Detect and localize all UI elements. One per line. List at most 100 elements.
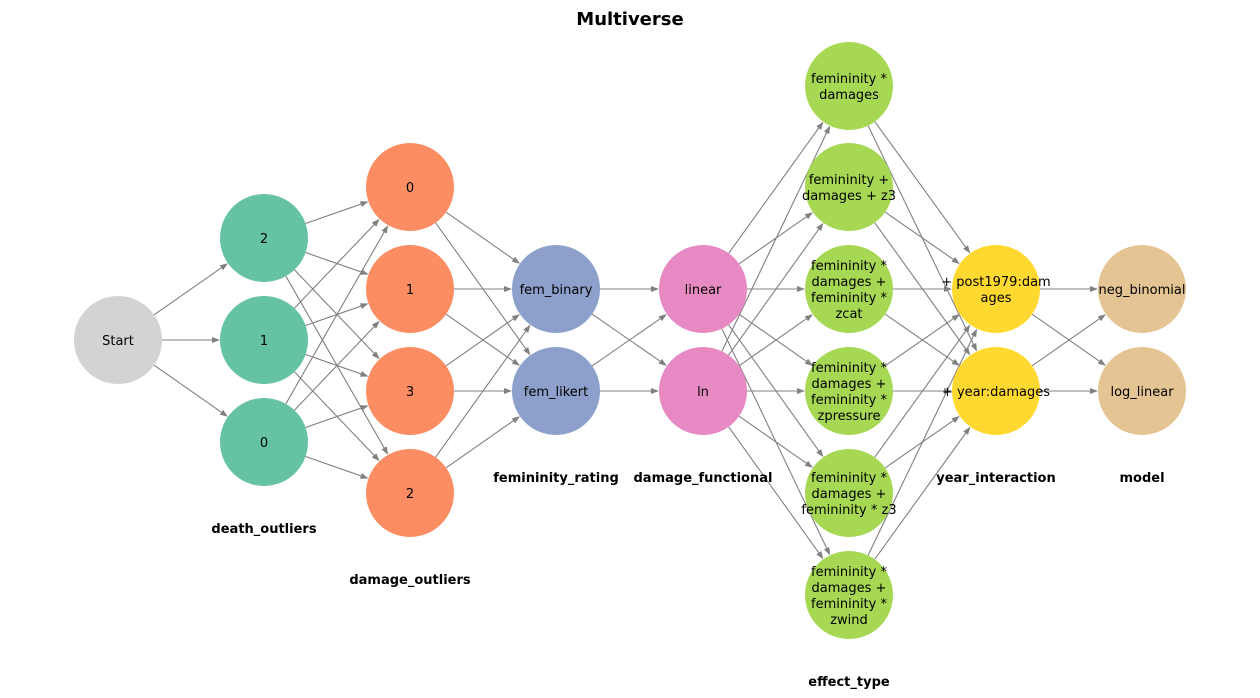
node-effect_type-e6: femininity *damages +femininity *zwind [805, 551, 893, 639]
edge-d0-to-m2 [305, 455, 369, 479]
node-label-line: femininity * [811, 291, 887, 306]
node-label-line: 2 [406, 487, 414, 502]
node-label-line: femininity * [811, 597, 887, 612]
node-label: neg_binomial [1099, 283, 1186, 298]
node-label-line: femininity * z3 [801, 503, 896, 518]
stage-label-damage_outliers: damage_outliers [349, 573, 471, 588]
node-label-line: zcat [835, 307, 862, 322]
edge-fl-to-lin [591, 314, 667, 367]
node-effect_type-e5: femininity *damages +femininity * z3 [801, 449, 897, 537]
node-effect_type-e1: femininity *damages [805, 42, 893, 130]
node-label-line: femininity * [811, 471, 887, 486]
node-label-line: femininity * [811, 259, 887, 274]
node-death_outliers-d2: 2 [220, 194, 308, 282]
node-label: 1 [260, 334, 268, 349]
stage-label-model: model [1119, 471, 1164, 486]
node-circle [1098, 347, 1186, 435]
node-circle [366, 143, 454, 231]
stage-label-femininity_rating: femininity_rating [493, 471, 619, 486]
node-circle [366, 245, 454, 333]
node-label-line: + year:damages [942, 385, 1050, 400]
node-circle [512, 347, 600, 435]
node-label-line: ln [697, 385, 709, 400]
node-label: femininity +damages + z3 [802, 173, 896, 204]
node-femininity_rating-fb: fem_binary [512, 245, 600, 333]
node-label-line: femininity + [809, 173, 889, 188]
edge-e6-to-y1 [867, 328, 977, 556]
node-label-line: 1 [260, 334, 268, 349]
node-circle [220, 296, 308, 384]
nodes-layer: Start2100132fem_binaryfem_likertlinearln… [74, 42, 1186, 639]
node-label-line: linear [685, 283, 722, 298]
node-label-line: damages [819, 88, 879, 103]
edge-e2-to-y1 [884, 211, 960, 264]
stage-label-effect_type: effect_type [808, 675, 890, 690]
node-circle [366, 449, 454, 537]
edge-ln-to-e3 [738, 314, 813, 367]
node-circle [805, 245, 893, 333]
node-label-line: 3 [406, 385, 414, 400]
node-label-line: zwind [830, 613, 868, 628]
node-label: femininity *damages +femininity * z3 [801, 471, 896, 518]
node-circle [366, 347, 454, 435]
stage-label-year_interaction: year_interaction [936, 471, 1055, 486]
node-damage_outliers-m2: 2 [366, 449, 454, 537]
node-label-line: 0 [260, 436, 268, 451]
diagram-title: Multiverse [576, 9, 683, 30]
node-circle [659, 347, 747, 435]
node-label: 3 [406, 385, 414, 400]
edge-m2-to-fb [435, 324, 531, 458]
edge-e5-to-y1 [874, 324, 971, 458]
node-circle [512, 245, 600, 333]
node-circle [952, 347, 1040, 435]
node-label: 0 [260, 436, 268, 451]
node-label-line: damages + z3 [802, 189, 896, 204]
edge-d2-to-m0 [305, 201, 369, 225]
edges-layer [153, 121, 1106, 560]
node-circle [805, 551, 893, 639]
node-label-line: + post1979:dam [941, 275, 1050, 290]
node-label: Start [102, 334, 134, 349]
node-label: 2 [260, 232, 268, 247]
node-circle [805, 449, 893, 537]
node-year_interaction-y2: + year:damages [942, 347, 1050, 435]
node-label-line: damages + [812, 487, 887, 502]
node-damage_functional-lin: linear [659, 245, 747, 333]
node-label-line: damages + [812, 581, 887, 596]
node-circle [805, 347, 893, 435]
edge-lin-to-e1 [728, 121, 824, 254]
node-label-line: ages [981, 291, 1012, 306]
node-circle [805, 42, 893, 130]
node-damage_functional-ln: ln [659, 347, 747, 435]
node-label: fem_likert [524, 385, 588, 400]
edge-ln-to-e5 [738, 415, 813, 468]
node-damage_outliers-m0: 0 [366, 143, 454, 231]
edge-m0-to-fb [445, 211, 520, 264]
node-start-start: Start [74, 296, 162, 384]
node-label: ln [697, 385, 709, 400]
node-label: femininity *damages +femininity *zwind [811, 565, 887, 628]
edge-y2-to-nb [1031, 314, 1106, 367]
edge-m2-to-fl [445, 416, 520, 469]
edge-start-to-d2 [153, 263, 228, 316]
node-circle [1098, 245, 1186, 333]
node-label: femininity *damages +femininity *zcat [811, 259, 887, 322]
node-femininity_rating-fl: fem_likert [512, 347, 600, 435]
node-label: + year:damages [942, 385, 1050, 400]
node-circle [220, 194, 308, 282]
edge-d0-to-m1 [294, 320, 380, 411]
node-model-ll: log_linear [1098, 347, 1186, 435]
node-label-line: fem_likert [524, 385, 588, 400]
node-circle [952, 245, 1040, 333]
stage-label-damage_functional: damage_functional [634, 471, 773, 486]
node-label: femininity *damages [811, 72, 887, 103]
node-label: femininity *damages +femininity *zpressu… [811, 361, 887, 424]
edge-e1-to-y1 [874, 121, 971, 254]
node-label-line: femininity * [811, 565, 887, 580]
edge-ln-to-e1 [721, 125, 831, 352]
node-label-line: 0 [406, 181, 414, 196]
node-model-nb: neg_binomial [1098, 245, 1186, 333]
